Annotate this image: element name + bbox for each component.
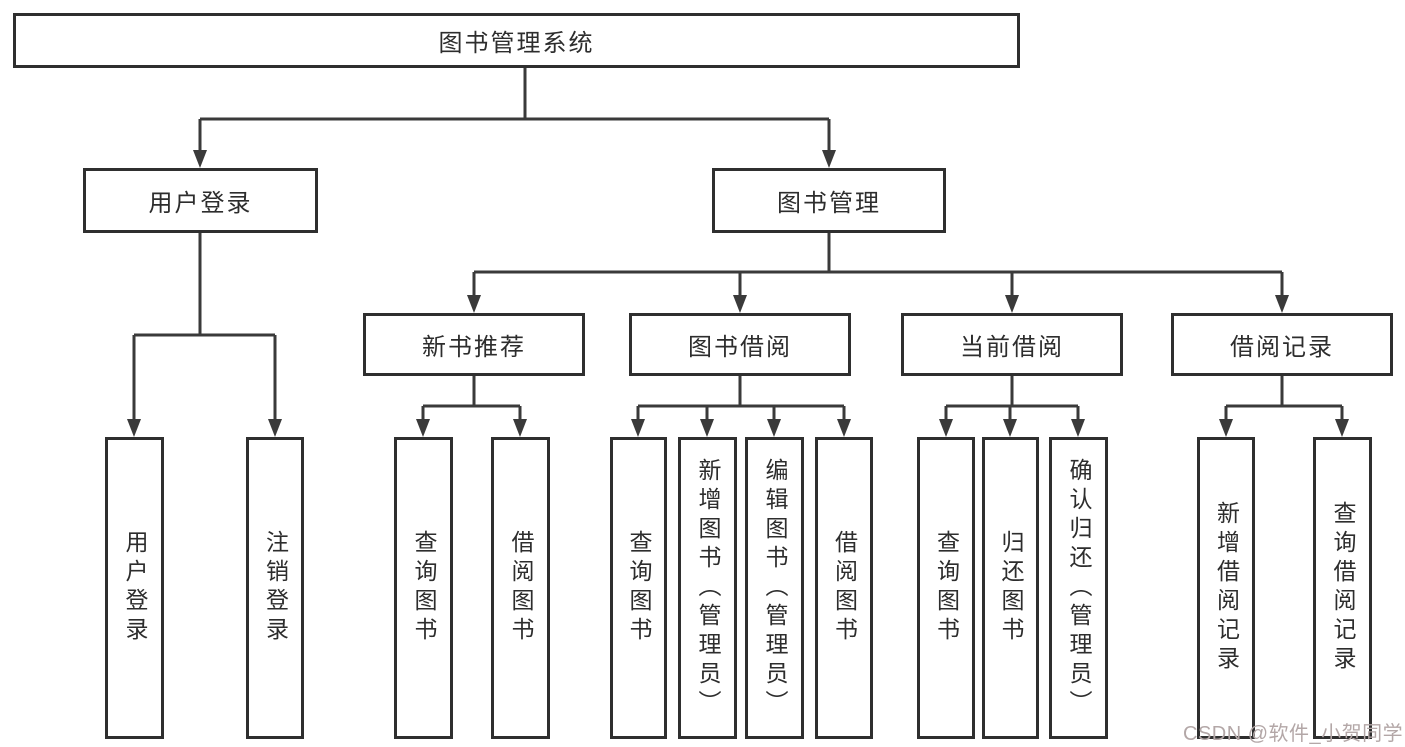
node-root-library-system: 图书管理系统 bbox=[13, 13, 1020, 68]
csdn-watermark: CSDN @软件_小贺同学 bbox=[1183, 723, 1404, 745]
connector-new-book-branch bbox=[421, 376, 522, 419]
leaf-add-borrow-record: 新增借阅记录 bbox=[1197, 437, 1255, 739]
leaf-user-login: 用户登录 bbox=[105, 437, 164, 739]
leaf-query-books-current: 查询图书 bbox=[917, 437, 975, 739]
arrowheads-current-borrow-branch bbox=[939, 419, 1085, 437]
leaf-return-book: 归还图书 bbox=[982, 437, 1039, 739]
leaf-query-books-borrow: 查询图书 bbox=[610, 437, 667, 739]
connector-borrow-records-branch bbox=[1224, 376, 1344, 419]
arrowheads-level2 bbox=[193, 150, 836, 168]
connector-current-borrow-branch bbox=[944, 376, 1080, 419]
leaf-add-book-admin: 新增图书（管理员） bbox=[678, 437, 737, 739]
leaf-logout: 注销登录 bbox=[246, 437, 304, 739]
node-new-book-recommend-label: 新书推荐 bbox=[422, 334, 526, 361]
leaf-query-borrow-record-label: 查询借阅记录 bbox=[1330, 501, 1356, 675]
leaf-borrow-books-recommend-label: 借阅图书 bbox=[508, 530, 534, 646]
leaf-borrow-books-label: 借阅图书 bbox=[831, 530, 858, 646]
node-root-label: 图书管理系统 bbox=[438, 30, 595, 57]
leaf-borrow-books-recommend: 借阅图书 bbox=[491, 437, 550, 739]
node-borrow-records: 借阅记录 bbox=[1171, 313, 1393, 376]
node-new-book-recommend: 新书推荐 bbox=[363, 313, 585, 376]
node-book-borrow: 图书借阅 bbox=[629, 313, 851, 376]
leaf-add-book-admin-label: 新增图书（管理员） bbox=[695, 457, 721, 719]
leaf-query-books-borrow-label: 查询图书 bbox=[626, 530, 652, 646]
node-borrow-records-label: 借阅记录 bbox=[1230, 334, 1334, 361]
connector-root-to-level2 bbox=[198, 68, 831, 150]
leaf-user-login-label: 用户登录 bbox=[122, 530, 148, 646]
leaf-confirm-return-admin-label: 确认归还（管理员） bbox=[1066, 457, 1092, 719]
leaf-add-borrow-record-label: 新增借阅记录 bbox=[1213, 501, 1240, 675]
arrowheads-book-management-branch bbox=[467, 295, 1289, 313]
node-current-borrow: 当前借阅 bbox=[901, 313, 1123, 376]
node-user-login-label: 用户登录 bbox=[148, 190, 253, 217]
connector-book-management-branch bbox=[472, 233, 1284, 295]
leaf-query-books-recommend: 查询图书 bbox=[394, 437, 453, 739]
connector-user-login-branch bbox=[132, 233, 277, 419]
leaf-logout-label: 注销登录 bbox=[262, 530, 289, 646]
leaf-confirm-return-admin: 确认归还（管理员） bbox=[1049, 437, 1108, 739]
connector-book-borrow-branch bbox=[636, 376, 846, 419]
node-book-borrow-label: 图书借阅 bbox=[688, 334, 792, 361]
node-current-borrow-label: 当前借阅 bbox=[960, 334, 1064, 361]
leaf-query-borrow-record: 查询借阅记录 bbox=[1313, 437, 1372, 739]
node-book-management: 图书管理 bbox=[712, 168, 946, 233]
arrowheads-book-borrow-branch bbox=[631, 419, 851, 437]
leaf-query-books-recommend-label: 查询图书 bbox=[411, 530, 437, 646]
leaf-query-books-current-label: 查询图书 bbox=[933, 530, 960, 646]
arrowheads-user-login-branch bbox=[127, 419, 282, 437]
arrowheads-new-book-branch bbox=[416, 419, 527, 437]
node-book-management-label: 图书管理 bbox=[777, 190, 881, 217]
leaf-borrow-books: 借阅图书 bbox=[815, 437, 873, 739]
leaf-edit-book-admin: 编辑图书（管理员） bbox=[745, 437, 804, 739]
leaf-edit-book-admin-label: 编辑图书（管理员） bbox=[762, 457, 788, 719]
node-user-login: 用户登录 bbox=[83, 168, 318, 233]
leaf-return-book-label: 归还图书 bbox=[998, 530, 1024, 646]
arrowheads-borrow-records-branch bbox=[1219, 419, 1349, 437]
